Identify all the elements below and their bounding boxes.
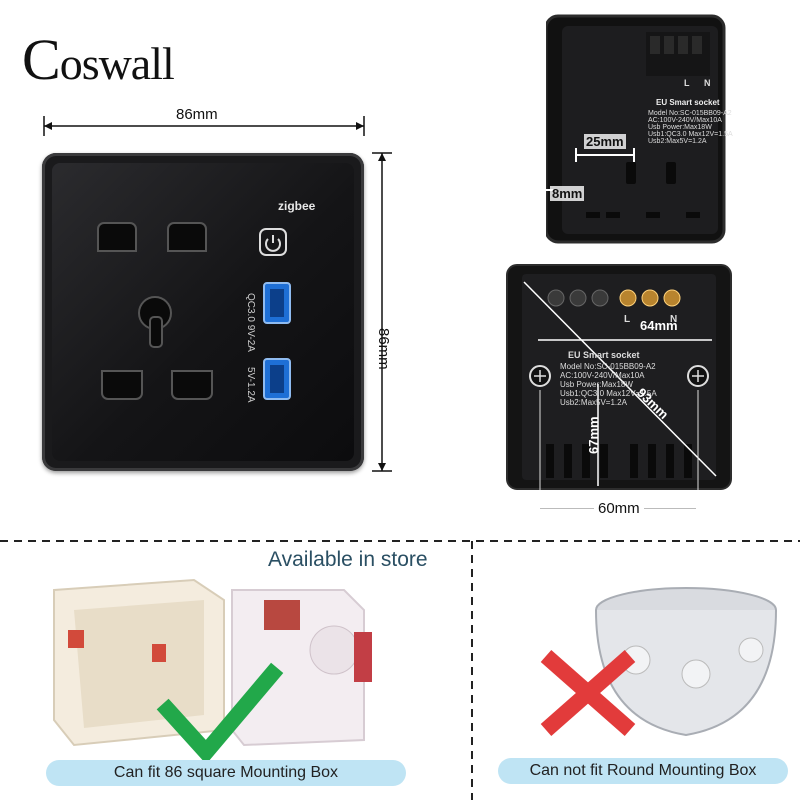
usb-ports (263, 282, 291, 400)
side-depth-label: 8mm (550, 186, 585, 201)
back-bottom-label: 60mm (594, 500, 644, 517)
back-spec-line: Usb1:QC3.0 Max12V=1.5A (560, 389, 657, 398)
side-terminal-l: L (684, 78, 690, 88)
cross-icon (540, 649, 636, 737)
round-mounting-box (595, 587, 777, 737)
check-icon (156, 662, 284, 765)
usb-top-line2: 9V-2A (245, 324, 256, 352)
back-spec-line: Usb Power:Max18W (560, 380, 633, 389)
brand-logo: Coswall (22, 26, 175, 93)
side-spec-line: AC:100V-240V/Max10A (648, 117, 722, 124)
socket-holes (97, 222, 213, 400)
side-terminal-n: N (704, 78, 711, 88)
back-terminal-l: L (624, 314, 631, 325)
socket-side-view: EU Smart socket Model No:SC-015BB09-A2 A… (544, 12, 733, 244)
side-spec-line: Usb1:QC3.0 Max12V=1.5A (648, 131, 733, 138)
side-spec-title: EU Smart socket (656, 98, 720, 107)
socket-front-art (97, 222, 291, 400)
back-spec-list: Model No:SC-015BB09-A2 AC:100V-240V/Max1… (560, 362, 657, 407)
back-height-label: 67mm (586, 416, 601, 454)
back-spec-line: Usb2:Max5V=1.2A (560, 398, 627, 407)
back-terminal-n: N (670, 314, 678, 325)
square-boxes-art (53, 578, 372, 765)
fit-caption: Can fit 86 square Mounting Box (46, 760, 406, 786)
side-spec-list: Model No:SC-015BB09-A2 AC:100V-240V/Max1… (648, 110, 733, 145)
side-view-art (544, 14, 726, 244)
side-spec-line: Usb2:Max5V=1.2A (648, 138, 707, 145)
zigbee-label: zigbee (278, 199, 316, 213)
glass-surface (52, 163, 354, 461)
socket-back-view: EU Smart socket Model No:SC-015BB09-A2 A… (506, 264, 732, 490)
back-spec-line: Model No:SC-015BB09-A2 (560, 362, 656, 371)
back-view-art (506, 264, 732, 490)
cream-mounting-box (53, 578, 225, 747)
back-spec-title: EU Smart socket (568, 350, 640, 360)
usb-top-line1: QC3.0 (245, 293, 256, 322)
front-height-label: 86mm (375, 328, 392, 370)
back-width-label: 64mm (640, 318, 678, 333)
usb-top-label: QC3.0 9V-2A (245, 293, 256, 352)
store-title: Available in store (268, 548, 428, 571)
side-spec-line: Model No:SC-015BB09-A2 (648, 110, 732, 117)
white-mounting-box (231, 589, 372, 747)
side-spec-line: Usb Power:Max18W (648, 124, 712, 131)
brand-logo-text: oswall (59, 38, 175, 89)
back-spec-line: AC:100V-240V/Max10A (560, 371, 645, 380)
socket-front-panel: zigbee QC3.0 9V-2A 5V-1.2A (42, 153, 364, 471)
power-icon (259, 228, 287, 256)
usb-bottom-label: 5V-1.2A (245, 367, 256, 403)
front-width-label: 86mm (176, 106, 218, 123)
round-box-art (540, 587, 777, 737)
side-width-label: 25mm (584, 134, 626, 149)
nofit-caption: Can not fit Round Mounting Box (498, 758, 788, 784)
brand-logo-initial: C (22, 27, 61, 92)
